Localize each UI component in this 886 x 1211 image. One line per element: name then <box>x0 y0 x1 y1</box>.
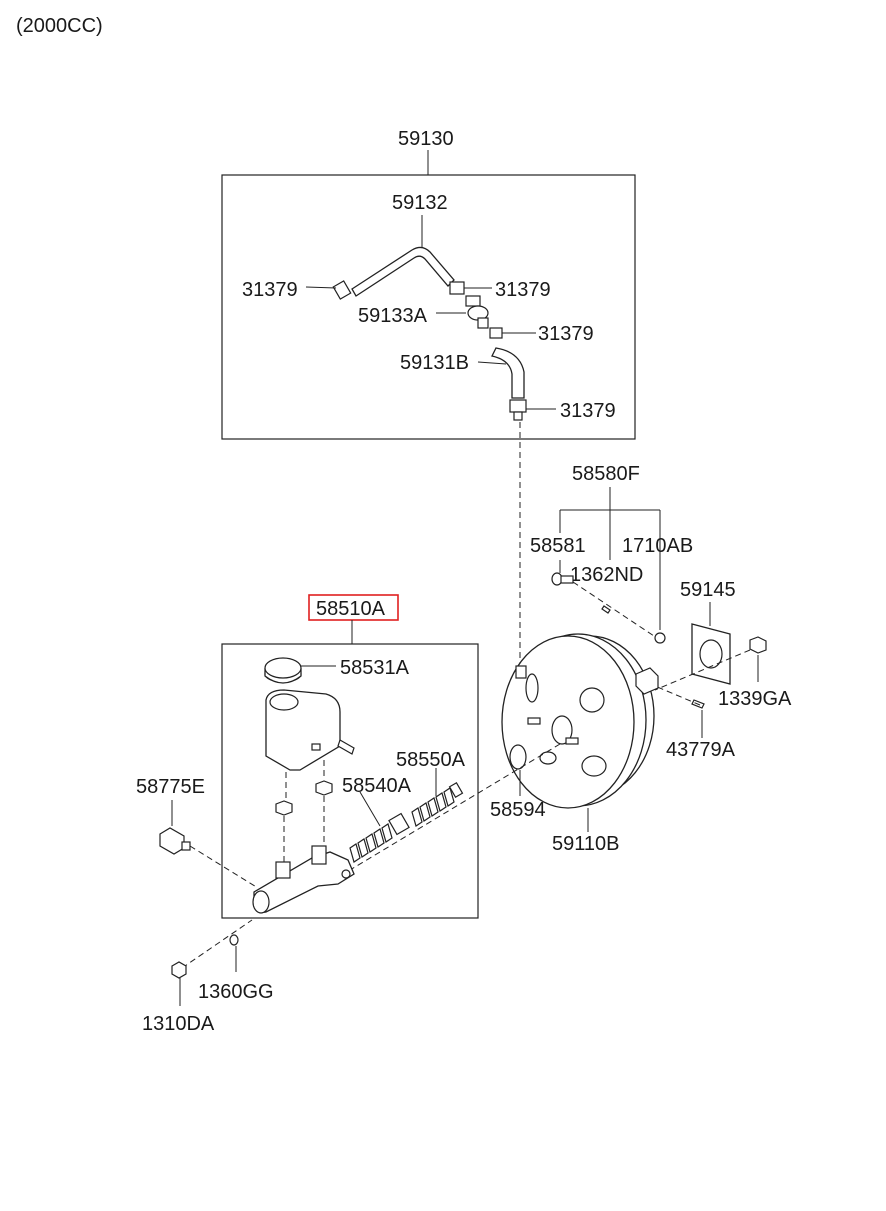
check-valve <box>465 295 489 329</box>
label-31379-c[interactable]: 31379 <box>538 323 594 345</box>
label-58775E[interactable]: 58775E <box>136 776 205 798</box>
label-59110B[interactable]: 59110B <box>552 833 619 855</box>
reservoir-cap <box>264 657 302 684</box>
booster-fastener-group: 58580F 58581 1710AB 1362ND 59145 1339GA <box>530 463 792 761</box>
label-59132[interactable]: 59132 <box>392 192 448 214</box>
master-cylinder-box <box>221 643 479 919</box>
label-59131B[interactable]: 59131B <box>400 352 469 374</box>
selected-part-highlight <box>308 594 399 621</box>
label-58531A[interactable]: 58531A <box>340 657 410 679</box>
vacuum-hose-group: 59130 59132 31379 31379 59133A 31379 591… <box>221 128 636 440</box>
label-58540A[interactable]: 58540A <box>342 775 412 797</box>
hose-clip-upper-right <box>449 281 465 295</box>
hose-clip-middle <box>489 327 503 339</box>
label-1310DA[interactable]: 1310DA <box>142 1013 215 1035</box>
washer-1710AB <box>654 632 666 644</box>
reservoir-grommet-right <box>315 780 333 796</box>
engine-variant-label: (2000CC) <box>16 15 103 37</box>
label-1360GG[interactable]: 1360GG <box>198 981 274 1003</box>
fluid-reservoir <box>265 689 355 771</box>
master-cylinder-body <box>252 845 355 914</box>
label-58580F[interactable]: 58580F <box>572 463 640 485</box>
label-58550A[interactable]: 58550A <box>396 749 466 771</box>
hose-clip-left <box>332 280 352 300</box>
booster-gasket <box>691 623 731 685</box>
vacuum-hose-lower <box>491 347 525 399</box>
clevis-pin <box>551 572 574 586</box>
washer-1360GG <box>229 934 239 946</box>
label-59130[interactable]: 59130 <box>398 128 454 150</box>
label-59133A[interactable]: 59133A <box>358 305 428 327</box>
label-1339GA[interactable]: 1339GA <box>718 688 792 710</box>
label-58581[interactable]: 58581 <box>530 535 586 557</box>
nut-1339GA <box>749 636 767 654</box>
secondary-piston-spring <box>411 781 464 827</box>
pressure-sensor <box>159 827 191 855</box>
master-cylinder-group: 58510A 58531A <box>221 594 479 919</box>
primary-piston-spring <box>349 812 410 863</box>
label-1710AB[interactable]: 1710AB <box>622 535 693 557</box>
label-1362ND[interactable]: 1362ND <box>570 564 643 586</box>
label-31379-b[interactable]: 31379 <box>495 279 551 301</box>
label-59145[interactable]: 59145 <box>680 579 736 601</box>
snap-pin <box>601 605 611 614</box>
booster-o-ring <box>509 744 527 770</box>
reservoir-grommet-left <box>275 800 293 816</box>
label-43779A[interactable]: 43779A <box>666 739 736 761</box>
brake-booster <box>501 633 659 809</box>
label-58510A[interactable]: 58510A <box>316 598 386 620</box>
label-31379-d[interactable]: 31379 <box>560 400 616 422</box>
hose-clip-bottom <box>509 399 527 413</box>
vacuum-hose-upper <box>351 246 455 297</box>
label-58594[interactable]: 58594 <box>490 799 546 821</box>
label-31379-a[interactable]: 31379 <box>242 279 298 301</box>
nut-1310DA <box>171 961 187 979</box>
